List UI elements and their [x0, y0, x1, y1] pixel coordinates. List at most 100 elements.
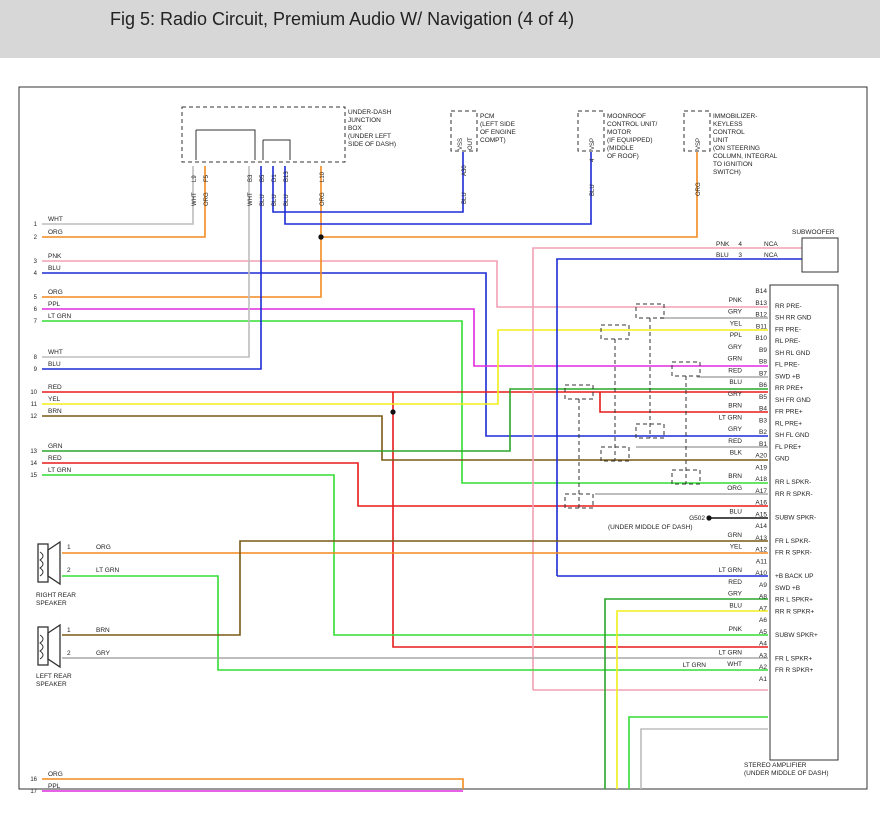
wire-10-b7 — [599, 392, 768, 413]
wire-number: 8 — [34, 355, 38, 361]
wire-3 — [42, 260, 768, 308]
amp-wire-label: BLU — [729, 602, 742, 609]
wire-16 — [42, 778, 464, 789]
amp-wire-label: ORG — [727, 485, 742, 492]
pcm-label-line: (LEFT SIDE — [480, 121, 516, 128]
wire-color-label: ORG — [48, 289, 63, 296]
wire-color-label: WHT — [48, 349, 63, 356]
shield-box — [671, 361, 701, 377]
wire-color-label: BLU — [48, 361, 61, 368]
amp-wire-label: PNK — [729, 626, 743, 633]
moonroof-label-line: MOONROOF — [607, 113, 646, 120]
wire-color-label: GRN — [48, 443, 63, 450]
amp-pin-label: B5 — [759, 394, 767, 401]
amp-wire-label: RED — [728, 438, 742, 445]
a7-extra-wire-label: LT GRN — [683, 662, 707, 669]
wire-subwoofer-blu — [556, 258, 802, 576]
amp-function-label: SH FR GND — [775, 397, 811, 404]
junction-label-line: BOX — [348, 125, 362, 132]
moonroof-label-line: CONTROL UNIT/ — [607, 121, 658, 128]
amp-pin-label: A8 — [759, 594, 767, 601]
amp-pin-label: A12 — [755, 547, 767, 554]
immobilizer-label-line: SWITCH) — [713, 169, 741, 176]
wire-number: 3 — [34, 259, 38, 265]
amp-function-label: SH RR GND — [775, 315, 812, 322]
amp-wire-label: BLU — [729, 508, 742, 515]
amp-pin-label: A4 — [759, 641, 767, 648]
wire-number: 12 — [30, 414, 37, 420]
left-speaker-wire-label: GRY — [96, 650, 111, 657]
amp-pin-label: B2 — [759, 429, 767, 436]
amp-pin-label: A3 — [759, 652, 767, 659]
right-speaker-pin: 1 — [67, 544, 71, 551]
wire-number: 17 — [30, 789, 37, 795]
amp-wire-label: RED — [728, 579, 742, 586]
amp-function-label: SUBW SPKR+ — [775, 632, 818, 639]
left-speaker-pin: 2 — [67, 650, 71, 657]
amp-pin-label: B6 — [759, 382, 767, 389]
pcm-label-line: COMPT) — [480, 137, 506, 144]
amp-function-label: FR R SPKR+ — [775, 667, 814, 674]
shield-box — [635, 303, 665, 319]
immobilizer-label-line: IMMOBILIZER- — [713, 113, 757, 120]
wire-number: 15 — [30, 473, 37, 479]
amp-function-label: RR R SPKR+ — [775, 608, 814, 615]
amp-wire-label: LT GRN — [719, 567, 743, 574]
wire-a3-ltgrn — [628, 716, 768, 789]
wire-subwoofer-pnk — [532, 247, 802, 690]
wire-color-label: BLU — [48, 265, 61, 272]
moonroof-box — [577, 110, 605, 152]
pcm-terminal: OUT — [468, 137, 474, 150]
left-rear-speaker-cone — [47, 623, 61, 669]
wire-color-label: BRN — [48, 408, 62, 415]
wire-color-label: LT GRN — [48, 313, 72, 320]
wire-color-label: RED — [48, 455, 62, 462]
immobilizer-terminal: VSP — [696, 138, 702, 150]
amp-wire-label: RED — [728, 367, 742, 374]
immobilizer-label-line: COLUMN, INTEGRAL — [713, 153, 778, 160]
wire-color-label: PPL — [48, 783, 61, 790]
amp-pin-label: A17 — [755, 488, 767, 495]
right-speaker-label-line: RIGHT REAR — [36, 592, 76, 599]
moonroof-label-line: MOTOR — [607, 129, 631, 136]
junction-pin-label: B3 — [248, 174, 254, 182]
moonroof-label-line: OF ROOF) — [607, 153, 639, 160]
amp-pin-label: A5 — [759, 629, 767, 636]
amp-pin-label: B11 — [756, 323, 767, 330]
page-header: Fig 5: Radio Circuit, Premium Audio W/ N… — [0, 0, 880, 58]
splice-dot — [390, 409, 396, 415]
amp-function-label: +B BACK UP — [775, 573, 813, 580]
shield-drain — [578, 318, 687, 508]
amp-pin-label: A19 — [755, 464, 767, 471]
wire-number: 1 — [34, 222, 38, 228]
wire-number: 9 — [34, 367, 38, 373]
pcm-terminal: VSS — [458, 138, 464, 150]
amp-function-label: FR PRE- — [775, 326, 801, 333]
amplifier-label-line: (UNDER MIDDLE OF DASH) — [744, 770, 829, 777]
amp-pin-label: A7 — [759, 605, 767, 612]
immobilizer-label-line: CONTROL — [713, 129, 745, 136]
wire-number: 14 — [30, 461, 37, 467]
wire-color-label: PNK — [48, 253, 62, 260]
subwoofer-wire-label: PNK — [716, 241, 730, 248]
immobilizer-label-line: KEYLESS — [713, 121, 743, 128]
wire-l10-immobilizer — [321, 152, 698, 238]
amp-wire-label: GRY — [728, 344, 743, 351]
wire-number: 6 — [34, 307, 38, 313]
amp-wire-label: GRY — [728, 391, 743, 398]
amp-function-label: RR L SPKR- — [775, 479, 811, 486]
amp-function-label: FR PRE+ — [775, 409, 803, 416]
wire-6 — [42, 308, 768, 367]
right-speaker-pin: 2 — [67, 567, 71, 574]
moonroof-label-line: (MIDDLE — [607, 145, 634, 152]
wire-9 — [42, 166, 262, 370]
wire-12 — [42, 415, 768, 461]
immobilizer-box — [683, 110, 711, 152]
junction-wire-label: WHT — [192, 192, 198, 206]
shield-box — [600, 324, 630, 340]
amp-function-label: FL PRE+ — [775, 444, 802, 451]
wire-a18-brn — [62, 540, 768, 636]
junction-pin-label: D1 — [272, 174, 278, 182]
junction-pin-label: L10 — [320, 171, 326, 182]
amp-function-label: RR PRE+ — [775, 385, 804, 392]
